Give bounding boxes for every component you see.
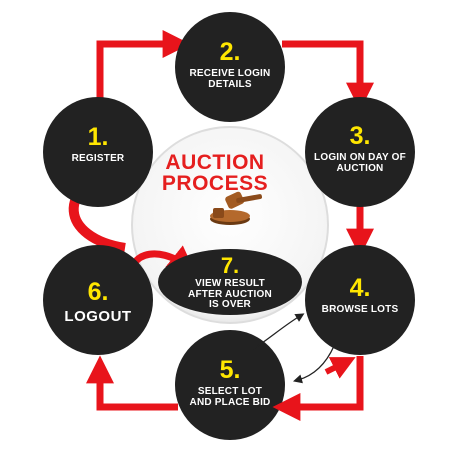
step-oval-7: [158, 249, 302, 315]
title-line-1: AUCTION: [165, 151, 265, 174]
step-2: 2. RECEIVE LOGIN DETAILS: [182, 40, 278, 90]
diagram-title: AUCTION PROCESS: [150, 152, 280, 194]
arrow-4-to-5-lower: [272, 356, 364, 421]
step-circle-2: [175, 12, 285, 122]
step-3: 3. LOGIN ON DAY OF AUCTION: [314, 124, 406, 174]
step-label: SELECT LOT AND PLACE BID: [189, 386, 271, 408]
step-number: 1.: [87, 123, 109, 151]
arrow-5-to-6: [86, 355, 178, 411]
step-circle-4: [305, 245, 415, 355]
step-number: 7.: [220, 253, 240, 278]
step-number: 4.: [349, 274, 371, 302]
step-number: 3.: [349, 122, 371, 150]
step-1: 1. REGISTER: [48, 125, 148, 165]
step-label: REGISTER: [71, 153, 125, 164]
arrow-2-to-3: [282, 40, 374, 111]
step-4: 4. BROWSE LOTS: [318, 276, 402, 316]
step-circle-5: [175, 330, 285, 440]
step-number: 2.: [219, 38, 241, 66]
step-label: BROWSE LOTS: [321, 304, 399, 315]
step-label: LOGOUT: [64, 308, 132, 325]
arrow-4-to-5-head: [324, 357, 356, 379]
step-label: VIEW RESULT AFTER AUCTION IS OVER: [188, 278, 272, 310]
step-circle-6: [43, 245, 153, 355]
step-label: LOGIN ON DAY OF AUCTION: [314, 152, 406, 174]
step-6: 6. LOGOUT: [48, 280, 148, 325]
step-circle-1: [43, 97, 153, 207]
arrow-1-to-2: [96, 30, 191, 117]
step-7: 7. VIEW RESULT AFTER AUCTION IS OVER: [185, 255, 275, 311]
gavel-icon: [210, 191, 263, 225]
step-number: 5.: [219, 356, 241, 384]
title-line-2: PROCESS: [161, 172, 269, 195]
step-circle-3: [305, 97, 415, 207]
step-5: 5. SELECT LOT AND PLACE BID: [188, 358, 272, 408]
arrow-5-to-4: [251, 313, 305, 351]
step-label: RECEIVE LOGIN DETAILS: [189, 68, 271, 90]
step-number: 6.: [87, 278, 109, 306]
arrow-4-to-5: [293, 345, 335, 384]
